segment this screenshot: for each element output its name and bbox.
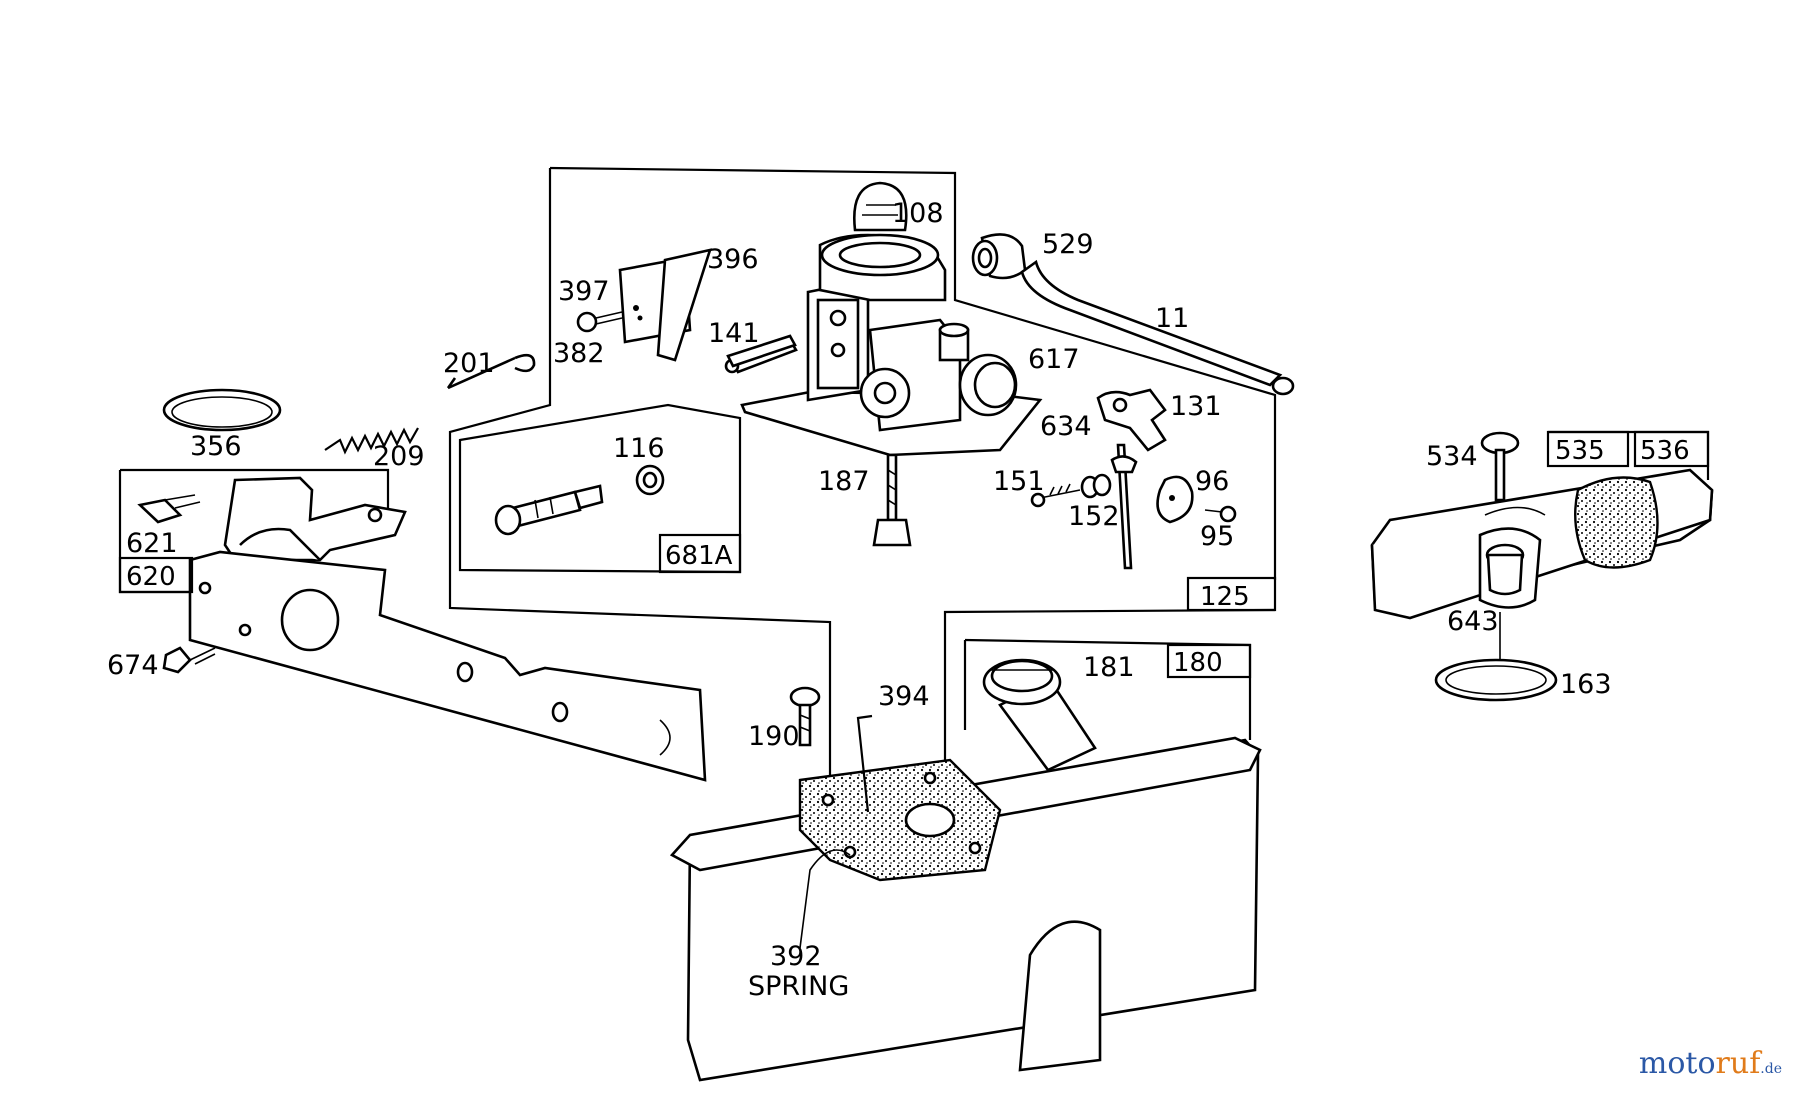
label-620: 620 — [126, 562, 176, 592]
group-681a-frame — [458, 403, 742, 574]
ring-356 — [162, 388, 282, 432]
callout-131: 131 — [1170, 391, 1222, 422]
callout-621: 621 — [126, 528, 178, 559]
throttle-lever-131 — [1096, 388, 1167, 570]
ring-163 — [1434, 612, 1558, 702]
callout-11: 11 — [1155, 303, 1189, 334]
callout-394: 394 — [878, 681, 930, 712]
callout-356: 356 — [190, 431, 242, 462]
callout-151: 151 — [993, 466, 1045, 497]
disc-96 — [1156, 475, 1194, 524]
label-681a: 681A — [665, 541, 733, 571]
callout-187: 187 — [818, 466, 870, 497]
callout-382: 382 — [553, 338, 605, 369]
air-cleaner-housing — [1370, 468, 1714, 620]
washer-116 — [635, 464, 665, 496]
box-125 — [1186, 576, 1277, 612]
control-plate — [188, 550, 707, 782]
watermark-part3: .de — [1760, 1061, 1782, 1077]
screw-95 — [1204, 505, 1237, 523]
box-681a — [658, 533, 742, 574]
label-536: 536 — [1640, 436, 1690, 466]
spring-209 — [324, 427, 419, 455]
box-180 — [1166, 643, 1252, 679]
callout-643: 643 — [1447, 606, 1499, 637]
screw-187 — [872, 453, 912, 547]
callout-674: 674 — [107, 650, 159, 681]
watermark-part2: ruf — [1715, 1046, 1761, 1081]
carburetor-body — [724, 181, 1043, 457]
callout-397: 397 — [558, 276, 610, 307]
callout-396: 396 — [707, 244, 759, 275]
bracket-396-397 — [576, 248, 712, 362]
callout-634: 634 — [1040, 411, 1092, 442]
spring-392-pointer — [799, 849, 851, 949]
callout-141: 141 — [708, 318, 760, 349]
shaft-141 — [726, 334, 797, 368]
box-536 — [1633, 430, 1710, 468]
callout-534: 534 — [1426, 441, 1478, 472]
callout-95: 95 — [1200, 521, 1234, 552]
fuel-tube-11 — [1020, 259, 1295, 396]
bracket-620 — [223, 476, 407, 562]
label-535: 535 — [1555, 436, 1605, 466]
callout-392: 392 — [770, 941, 822, 972]
gasket-394 — [798, 714, 1002, 882]
callout-190: 190 — [748, 721, 800, 752]
label-180: 180 — [1173, 648, 1223, 678]
callout-116: 116 — [613, 433, 665, 464]
callout-163: 163 — [1560, 669, 1612, 700]
bolt-674 — [162, 646, 216, 674]
elbow-529 — [971, 233, 1027, 280]
cup-643 — [1485, 543, 1525, 596]
label-125: 125 — [1200, 582, 1250, 612]
link-201 — [446, 353, 536, 390]
box-535 — [1546, 430, 1630, 468]
callout-201: 201 — [443, 348, 495, 379]
box-620 — [118, 556, 194, 594]
callout-spring: SPRING — [748, 971, 849, 1002]
watermark-part1: moto — [1638, 1046, 1716, 1081]
clip-621 — [137, 494, 201, 524]
callout-529: 529 — [1042, 229, 1094, 260]
callout-209: 209 — [373, 441, 425, 472]
watermark-logo: motoruf.de — [1639, 1046, 1782, 1081]
screw-190 — [789, 686, 821, 747]
callout-181: 181 — [1083, 652, 1135, 683]
callout-108: 108 — [892, 198, 944, 229]
needle-151-152 — [1030, 473, 1112, 508]
callout-617: 617 — [1028, 344, 1080, 375]
callout-152: 152 — [1068, 501, 1120, 532]
needle-valve-681a — [494, 484, 604, 536]
knob-534 — [1480, 431, 1520, 502]
callout-96: 96 — [1195, 466, 1229, 497]
